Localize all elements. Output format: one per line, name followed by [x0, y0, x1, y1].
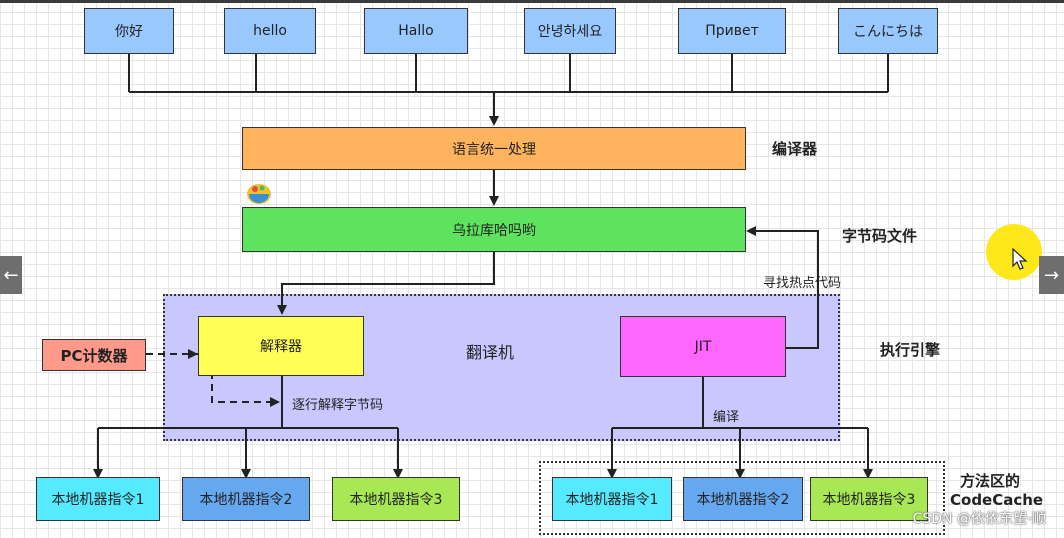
machine-instruction-left-2: 本地机器指令2 — [182, 477, 310, 521]
jit-box: JIT — [620, 316, 786, 377]
interpreter-box-text: 解释器 — [260, 339, 302, 355]
greeting-box-german: Hallo — [364, 8, 468, 54]
machine-instruction-left-1: 本地机器指令1 — [36, 477, 160, 521]
greeting-box-korean: 안녕하세요 — [524, 8, 616, 54]
mouse-pointer-icon — [1012, 247, 1028, 274]
code-cache-region — [539, 461, 945, 535]
interpreter-box: 解释器 — [198, 316, 364, 376]
execution-engine-label: 执行引擎 — [880, 341, 941, 359]
compiler-box-text: 语言统一处理 — [452, 141, 536, 158]
top-border — [0, 0, 1064, 3]
hotspot-label: 寻找热点代码 — [763, 276, 842, 291]
greeting-text: 안녕하세요 — [537, 24, 603, 40]
machine-instruction-text: 本地机器指令2 — [696, 492, 790, 508]
greeting-text: Привет — [705, 23, 759, 39]
next-page-button[interactable]: → — [1039, 256, 1064, 294]
watermark-text: CSDN @依依东望-顺 — [912, 511, 1046, 527]
interpret-line-label: 逐行解释字节码 — [292, 398, 384, 413]
bytecode-box: 乌拉库哈吗哟 — [242, 207, 746, 252]
machine-instruction-right-3: 本地机器指令3 — [810, 477, 928, 521]
pc-counter-box: PC计数器 — [42, 339, 146, 371]
greeting-text: こんにちは — [853, 24, 923, 40]
compile-label: 编译 — [713, 410, 740, 425]
greeting-box-english: hello — [224, 8, 316, 54]
machine-instruction-left-3: 本地机器指令3 — [332, 477, 460, 521]
machine-instruction-text: 本地机器指令3 — [349, 492, 443, 508]
jit-box-text: JIT — [694, 338, 712, 355]
greeting-box-japanese: こんにちは — [838, 8, 938, 54]
java-coffee-icon — [245, 180, 273, 206]
greeting-text: Hallo — [398, 23, 434, 39]
compiler-label: 编译器 — [772, 140, 818, 158]
machine-instruction-text: 本地机器指令1 — [565, 492, 659, 508]
pc-counter-text: PC计数器 — [60, 346, 128, 365]
prev-page-button[interactable]: ← — [0, 256, 22, 294]
machine-instruction-right-2: 本地机器指令2 — [683, 477, 803, 521]
method-area-label-line1: 方法区的 — [960, 472, 1021, 490]
greeting-box-russian: Привет — [678, 8, 786, 54]
machine-instruction-text: 本地机器指令1 — [51, 492, 145, 508]
bytecode-box-text: 乌拉库哈吗哟 — [452, 222, 536, 239]
greeting-text: 你好 — [115, 24, 143, 40]
compiler-box: 语言统一处理 — [242, 127, 746, 170]
method-area-label-line2: CodeCache — [950, 491, 1044, 509]
machine-instruction-text: 本地机器指令3 — [822, 492, 916, 508]
greeting-box-chinese: 你好 — [84, 8, 174, 54]
greeting-text: hello — [253, 23, 287, 39]
translator-label: 翻译机 — [466, 343, 515, 362]
bytecode-label: 字节码文件 — [842, 227, 918, 245]
machine-instruction-right-1: 本地机器指令1 — [552, 477, 672, 521]
machine-instruction-text: 本地机器指令2 — [199, 492, 293, 508]
